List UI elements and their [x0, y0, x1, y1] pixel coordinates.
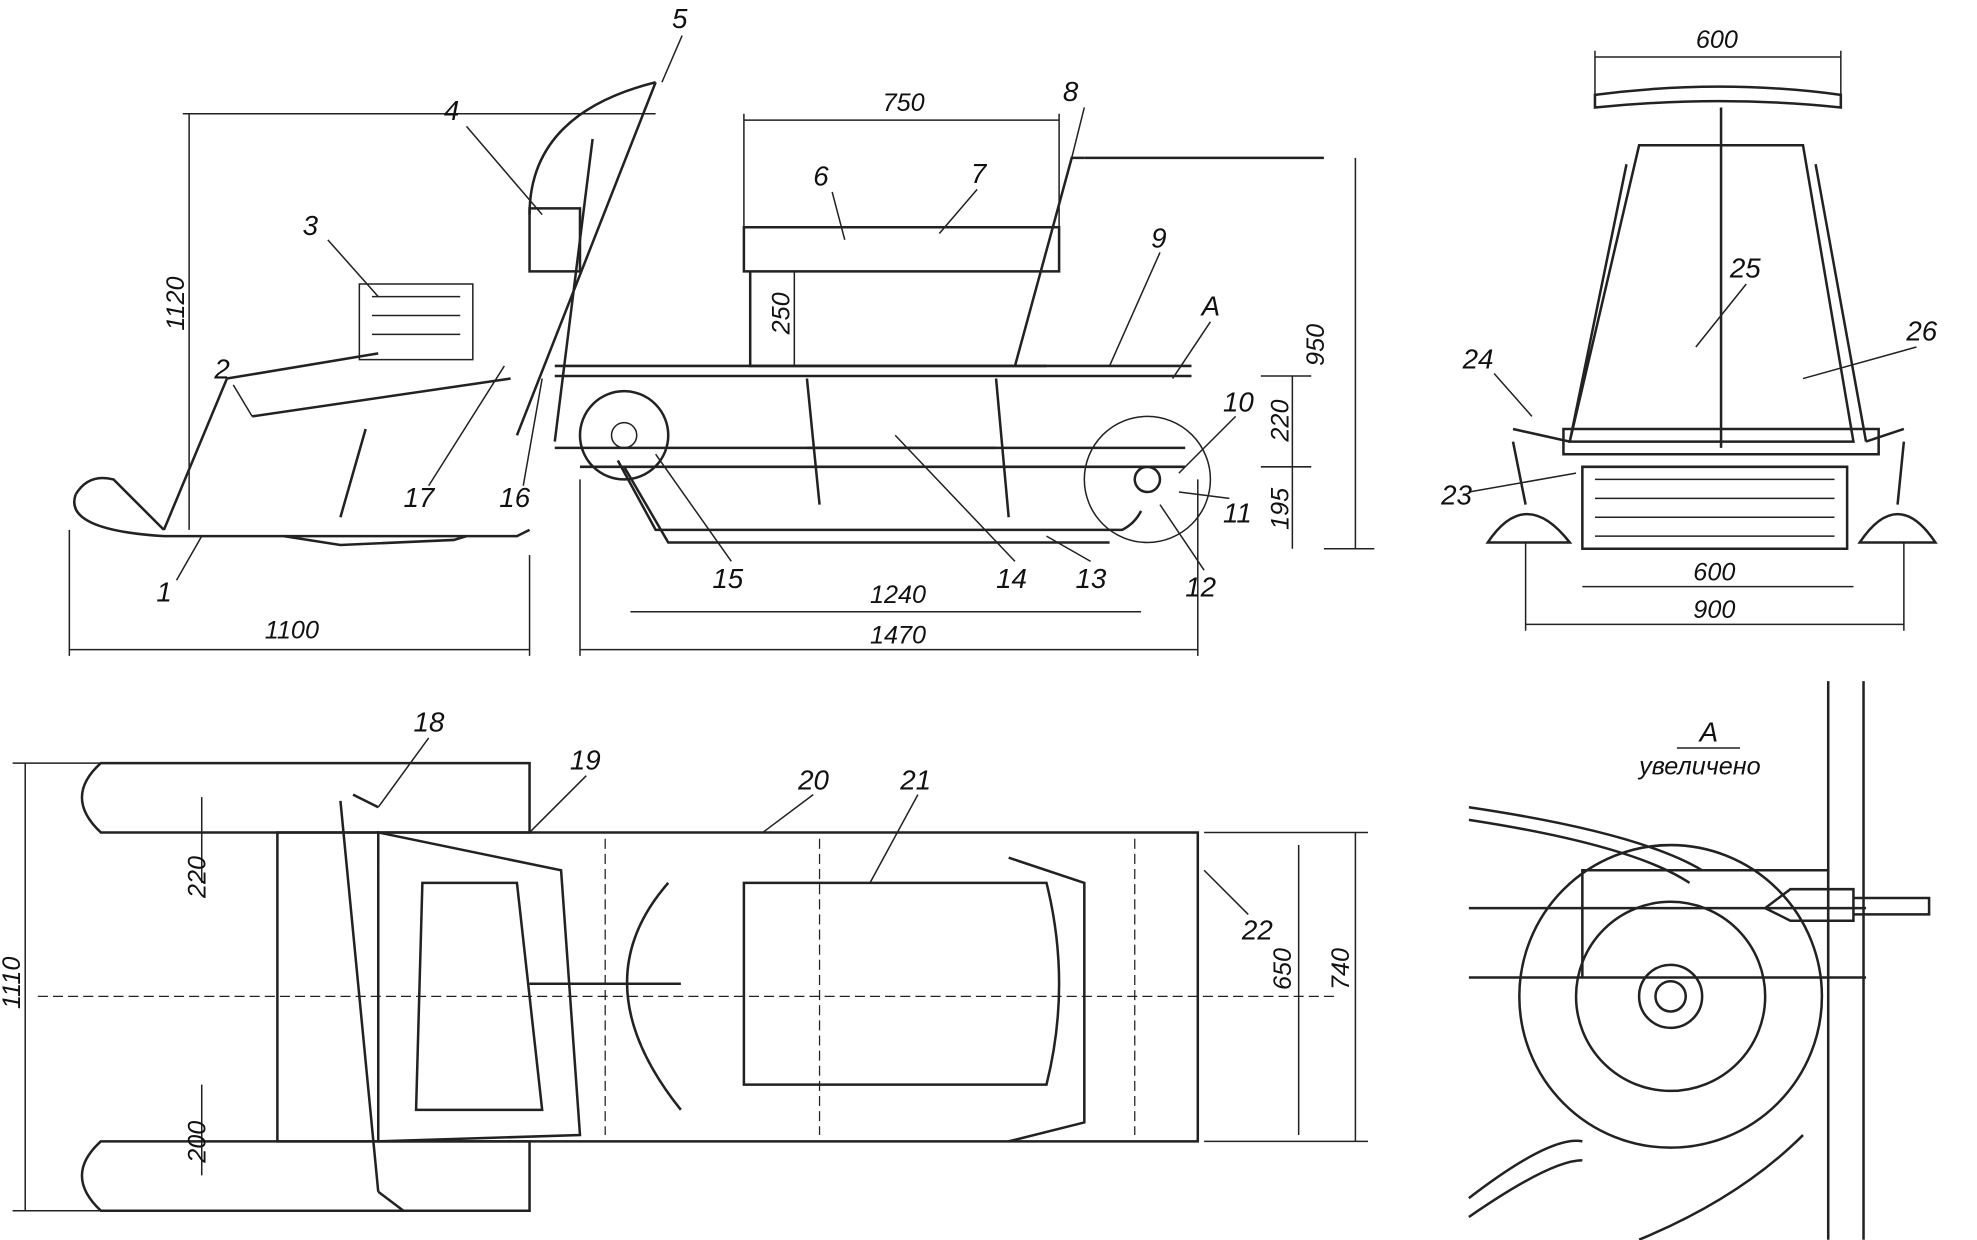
callout-16: 16	[499, 482, 530, 513]
front-skis	[1485, 513, 1938, 544]
dim-track-contact: 1240	[870, 581, 926, 609]
dimension-labels: 600 750 1120 250 950 220 195 1240 1470 1…	[0, 26, 1761, 1164]
callout-18: 18	[414, 707, 445, 738]
dim-overall-height: 950	[1302, 324, 1330, 366]
detail-subtitle: увеличено	[1637, 752, 1761, 780]
callout-7: 7	[971, 158, 988, 189]
dim-side-height: 1120	[162, 276, 190, 330]
callout-labels: 5 4 8 6 7 3 9 A 25 26 24 2 10 17 16 23 1…	[156, 3, 1937, 946]
dim-side-length-front: 1100	[265, 616, 319, 644]
callout-10: 10	[1223, 386, 1254, 417]
callout-3: 3	[303, 210, 319, 241]
dim-top-ski-offset-upper: 220	[184, 856, 212, 899]
engine	[358, 283, 474, 361]
dim-track-upper: 220	[1267, 400, 1295, 443]
ski-top-lower	[80, 1140, 531, 1212]
callout-9: 9	[1151, 222, 1166, 253]
ski	[73, 494, 531, 538]
callout-13: 13	[1075, 563, 1106, 594]
drive-sprocket	[578, 389, 670, 481]
callout-20: 20	[797, 765, 829, 796]
callout-24: 24	[1462, 343, 1494, 374]
callout-8: 8	[1063, 76, 1079, 107]
leader-lines	[175, 35, 1917, 915]
callout-12: 12	[1185, 572, 1216, 603]
callout-A: A	[1200, 291, 1221, 322]
dim-top-ski-offset-lower: 200	[184, 1121, 212, 1164]
dim-seat-height: 250	[767, 292, 795, 335]
shock	[339, 428, 367, 518]
callout-25: 25	[1729, 253, 1761, 284]
callout-6: 6	[813, 161, 829, 192]
callout-15: 15	[712, 563, 743, 594]
dim-front-handlebar: 600	[1696, 26, 1738, 54]
handlebar	[1593, 85, 1843, 109]
ski-top-upper	[80, 761, 531, 834]
callout-5: 5	[672, 3, 688, 34]
detail-title: A	[1698, 717, 1719, 748]
detail-view	[1468, 681, 1931, 1240]
callout-14: 14	[996, 563, 1027, 594]
side-view	[68, 81, 1375, 656]
callout-17: 17	[403, 482, 435, 513]
dim-top-body-outer: 740	[1327, 948, 1355, 990]
dim-track-length: 1470	[870, 621, 926, 649]
callout-11: 11	[1223, 497, 1252, 528]
seat-top	[742, 881, 1061, 1086]
callout-1: 1	[156, 577, 171, 608]
front-view	[1485, 50, 1938, 631]
callout-23: 23	[1440, 480, 1472, 511]
callout-26: 26	[1905, 316, 1937, 347]
steering	[162, 81, 657, 531]
idler-wheel	[1083, 415, 1212, 544]
dim-top-overall-width: 1110	[0, 957, 26, 1009]
dim-front-track-width: 600	[1693, 558, 1735, 586]
callout-2: 2	[213, 354, 230, 385]
frame	[554, 364, 1192, 469]
seat	[742, 225, 1061, 368]
dim-top-body-inner: 650	[1269, 948, 1297, 990]
dim-track-lower: 195	[1267, 487, 1295, 530]
callout-21: 21	[899, 765, 931, 796]
top-view	[12, 761, 1369, 1212]
body-top	[276, 831, 1200, 1143]
dim-seat-length: 750	[883, 89, 925, 117]
callout-22: 22	[1241, 915, 1273, 946]
dim-front-ski-span: 900	[1693, 596, 1735, 624]
callout-4: 4	[444, 95, 459, 126]
track	[616, 459, 1143, 532]
detail-wheel	[1518, 843, 1824, 1149]
callout-19: 19	[570, 744, 601, 775]
